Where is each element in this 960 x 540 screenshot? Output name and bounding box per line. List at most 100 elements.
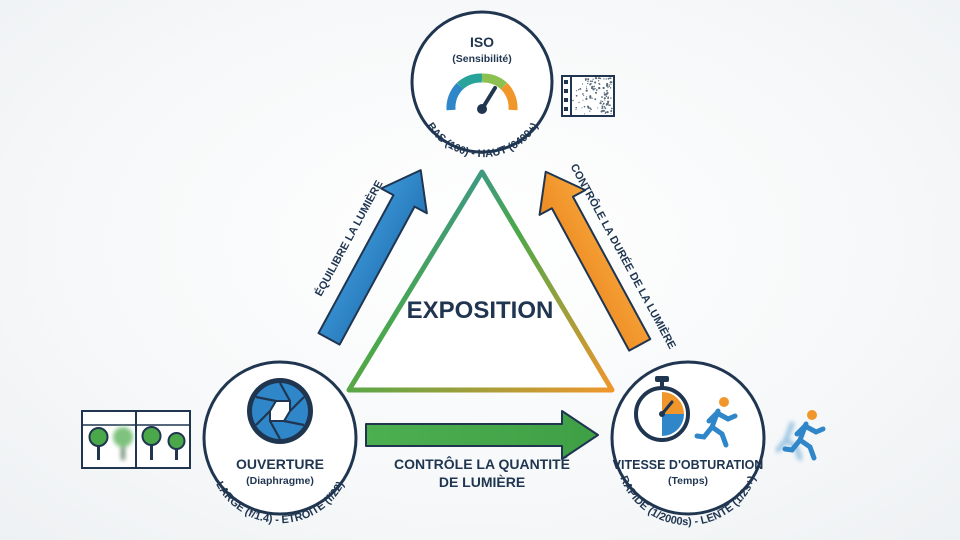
grain-dot — [582, 93, 584, 95]
grain-dot — [599, 101, 602, 105]
grain-dot — [583, 95, 585, 97]
grain-dot — [602, 106, 604, 108]
motion-blur-runner-icon — [775, 410, 826, 461]
grain-dot — [594, 81, 597, 84]
aperture-node: OUVERTURE (Diaphragme) LARGE (f/1.4) - É… — [202, 360, 358, 526]
grain-dot — [589, 83, 592, 86]
grain-dot — [599, 77, 602, 80]
grain-dot — [604, 107, 607, 110]
left-arrow: ÉQUILIBRE LA LUMIÈRE — [312, 169, 428, 346]
grain-dot — [594, 91, 598, 94]
grain-dot — [598, 77, 601, 80]
grain-dot — [602, 102, 605, 105]
grain-dot — [604, 99, 606, 101]
grain-dot — [606, 82, 609, 86]
grain-dot — [575, 94, 578, 97]
grain-dot — [594, 98, 597, 101]
grain-dot — [591, 97, 593, 99]
grain-dot — [603, 106, 606, 108]
bottom-arrow: CONTRÔLE LA QUANTITÉ DE LUMIÈRE — [365, 410, 599, 490]
grain-dot — [577, 89, 580, 91]
grain-dot — [581, 83, 584, 85]
grain-dot — [592, 88, 595, 91]
grain-dot — [605, 102, 609, 106]
grain-dot — [601, 107, 604, 110]
grain-dot — [610, 81, 613, 83]
grain-dot — [589, 110, 591, 112]
grain-dot — [582, 99, 584, 101]
grain-dot — [606, 89, 608, 92]
grain-dot — [575, 90, 578, 92]
grain-dot — [609, 77, 612, 80]
grain-dot — [583, 113, 586, 115]
iso-node: ISO (Sensibilité) BAS (100) - HAUT (6400… — [410, 10, 554, 160]
grain-dot — [597, 80, 600, 82]
grain-dot — [600, 100, 602, 102]
grain-dot — [595, 89, 598, 91]
shutter-subtitle: (Temps) — [668, 475, 708, 487]
grain-dot — [587, 82, 589, 85]
grain-dot — [603, 92, 605, 94]
grain-dot — [608, 84, 610, 86]
grain-dot — [585, 89, 588, 92]
aperture-subtitle: (Diaphragme) — [246, 475, 314, 487]
grain-dot — [609, 87, 612, 89]
depth-of-field-trees-icon — [81, 410, 191, 469]
grain-dot — [610, 107, 613, 110]
grain-dot — [607, 77, 610, 80]
grain-dot — [589, 80, 592, 82]
grain-dot — [593, 85, 595, 88]
grain-dot — [583, 105, 586, 108]
grain-dot — [586, 96, 588, 98]
grain-dot — [587, 80, 589, 82]
grain-dot — [610, 110, 613, 112]
grain-dot — [599, 83, 601, 86]
grain-dot — [610, 97, 612, 99]
grain-dot — [584, 79, 587, 81]
grain-dot — [610, 112, 612, 114]
grain-dot — [603, 97, 606, 100]
grain-dot — [591, 80, 594, 83]
iso-title: ISO — [470, 34, 494, 50]
grain-dot — [605, 78, 607, 80]
grain-dot — [609, 104, 611, 106]
grain-dot — [585, 97, 588, 100]
grain-dot — [604, 111, 607, 114]
grain-dot — [605, 92, 608, 96]
grain-dot — [587, 106, 590, 109]
grain-dot — [606, 85, 608, 87]
aperture-title: OUVERTURE — [236, 456, 324, 472]
grain-dot — [589, 95, 592, 98]
grain-dot — [607, 86, 609, 89]
iso-subtitle: (Sensibilité) — [452, 53, 512, 65]
grain-dot — [579, 87, 582, 90]
grain-dot — [602, 86, 605, 90]
grain-dot — [594, 76, 598, 80]
grain-dot — [606, 110, 609, 114]
grain-dot — [587, 78, 590, 81]
grain-dot — [601, 100, 604, 103]
grain-dot — [591, 85, 594, 88]
iso-gauge-icon — [446, 73, 518, 114]
grain-dot — [578, 101, 580, 104]
grain-dot — [592, 78, 594, 80]
grain-dot — [607, 96, 610, 100]
grain-dot — [585, 86, 587, 88]
shutter-node: VITESSE D'OBTURATION (Temps) RAPIDE (1/2… — [610, 360, 766, 528]
stopwatch-icon — [634, 376, 690, 442]
grain-dot — [572, 99, 574, 102]
bottom-arrow-label-line2: DE LUMIÈRE — [439, 474, 525, 490]
grain-dot — [575, 106, 577, 109]
exposure-triangle: EXPOSITION — [346, 169, 615, 393]
grain-dot — [600, 110, 603, 113]
grain-dot — [608, 104, 610, 106]
grain-dot — [603, 93, 607, 96]
grain-dot — [594, 87, 596, 90]
runner-icon — [694, 397, 738, 448]
grain-dot — [605, 95, 608, 97]
bottom-arrow-label-line1: CONTRÔLE LA QUANTITÉ — [394, 455, 570, 472]
center-title: EXPOSITION — [407, 297, 554, 324]
grain-dot — [581, 107, 583, 109]
grain-dot — [602, 103, 604, 106]
